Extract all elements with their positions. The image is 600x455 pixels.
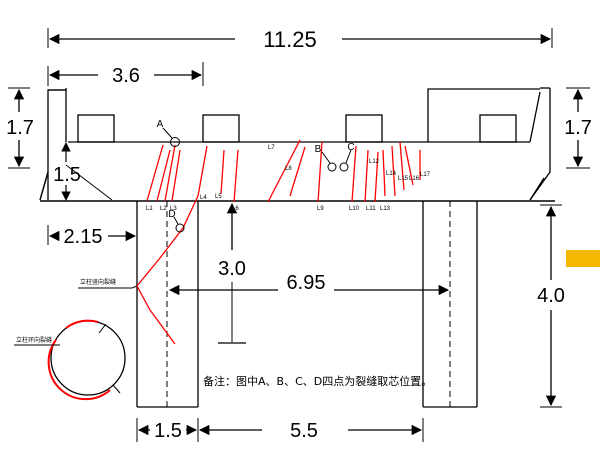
crack-label: L14 bbox=[386, 171, 397, 177]
dim-left-col-offset: 2.15 bbox=[47, 225, 137, 248]
dim-col-height: 4.0 bbox=[537, 204, 565, 408]
dim-total-width-label: 11.25 bbox=[263, 27, 316, 52]
point-d-marker bbox=[175, 223, 185, 233]
crack-label: L4 bbox=[200, 195, 207, 201]
dim-col-width-label: 1.5 bbox=[154, 420, 182, 442]
dim-left-height-label: 1.7 bbox=[6, 117, 34, 139]
right-column bbox=[422, 201, 478, 408]
dim-col-spacing-label: 5.5 bbox=[290, 420, 318, 442]
vertical-crack-callout: 立柱竖向裂缝 bbox=[78, 278, 138, 289]
crack-label: L12 bbox=[369, 159, 380, 165]
horizontal-crack-label: 立柱环向裂缝 bbox=[16, 336, 52, 344]
crack-label: L11 bbox=[366, 206, 376, 212]
crack-label: L10 bbox=[349, 206, 360, 212]
dim-right-height: 1.7 bbox=[564, 87, 592, 169]
dim-left-offset: 3.6 bbox=[47, 62, 204, 87]
point-c-marker bbox=[339, 162, 349, 172]
crack-label: L6 bbox=[232, 206, 239, 212]
crack-label: L8 bbox=[285, 166, 292, 172]
dim-depth: 3.0 bbox=[218, 202, 246, 344]
dim-slope-height-label: 1.5 bbox=[53, 164, 81, 186]
crack-labels: L1 L2 L3 L4 L5 L6 L7 L8 L9 L10 L11 L12 L… bbox=[146, 145, 431, 212]
dim-span: 6.95 bbox=[168, 272, 450, 296]
dim-left-height: 1.7 bbox=[6, 87, 34, 169]
point-a-marker bbox=[170, 137, 180, 147]
crack-label: L9 bbox=[317, 206, 324, 212]
dim-slope-height: 1.5 bbox=[53, 142, 113, 201]
dim-total-width: 11.25 bbox=[47, 27, 553, 52]
cracks bbox=[136, 139, 421, 345]
crack-label: L15 bbox=[398, 176, 409, 182]
dim-col-width: 1.5 bbox=[136, 418, 199, 442]
point-c-label: C bbox=[347, 142, 354, 153]
dim-left-col-offset-label: 2.15 bbox=[64, 226, 103, 248]
core-points bbox=[162, 127, 352, 233]
note-text: 备注：图中A、B、C、D四点为裂缝取芯位置。 bbox=[203, 374, 432, 388]
orange-marker bbox=[566, 250, 600, 267]
crack-label: L13 bbox=[380, 206, 391, 212]
dim-depth-label: 3.0 bbox=[218, 258, 246, 280]
dim-col-height-label: 4.0 bbox=[537, 285, 565, 307]
point-b-marker bbox=[327, 162, 337, 172]
dim-span-label: 6.95 bbox=[287, 272, 326, 294]
crack-label: L5 bbox=[215, 194, 222, 200]
crack-label: L16 bbox=[409, 176, 420, 182]
left-column bbox=[136, 201, 199, 408]
vertical-crack-label: 立柱竖向裂缝 bbox=[80, 278, 116, 286]
point-a-label: A bbox=[157, 119, 164, 130]
circumferential-crack-detail: 立柱环向裂缝 bbox=[14, 319, 126, 401]
crack-label: L3 bbox=[170, 206, 177, 212]
dim-col-spacing: 5.5 bbox=[198, 418, 424, 442]
crack-label: L2 bbox=[160, 206, 167, 212]
crack-label: L7 bbox=[268, 145, 275, 151]
point-d-label: D bbox=[168, 209, 175, 220]
dim-right-height-label: 1.7 bbox=[564, 117, 592, 139]
dim-left-offset-label: 3.6 bbox=[112, 65, 140, 87]
crack-label: L1 bbox=[146, 206, 153, 212]
crack-label: L17 bbox=[420, 172, 431, 178]
point-b-label: B bbox=[315, 144, 322, 155]
